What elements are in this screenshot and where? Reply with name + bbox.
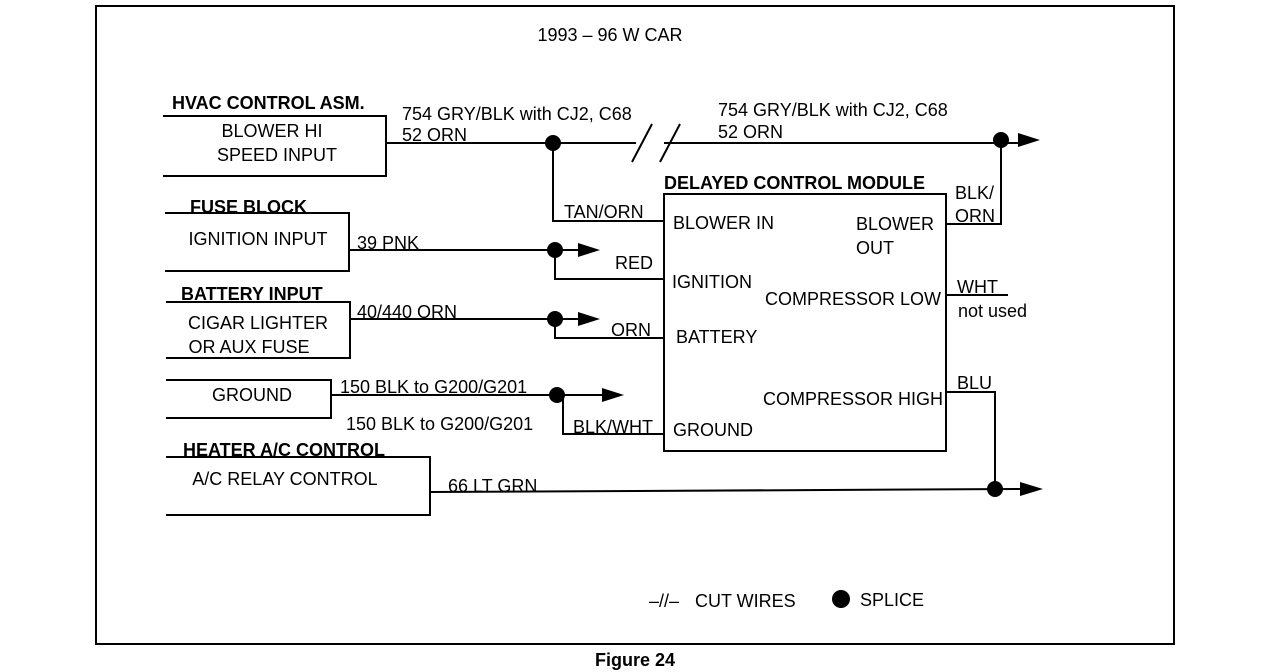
wire-66-lt-grn (429, 488, 1023, 493)
diagram-title: 1993 – 96 W CAR (537, 25, 682, 45)
delayed-control-module (663, 193, 947, 452)
splice-dot-ac-relay (987, 481, 1003, 497)
label-blk-wht: BLK/WHT (573, 417, 653, 437)
wire-tan-orn (552, 143, 664, 222)
label-red: RED (615, 253, 653, 273)
cut-mark-2 (659, 123, 681, 163)
heater-box (166, 456, 431, 516)
label-39-pnk: 39 PNK (357, 233, 419, 253)
label-blk-orn-1: BLK/ (955, 183, 994, 203)
fuse-line1: IGNITION INPUT (189, 229, 328, 249)
battery-line2: OR AUX FUSE (188, 337, 309, 357)
hvac-header: HVAC CONTROL ASM. (172, 93, 365, 113)
hvac-line1: BLOWER HI (221, 121, 322, 141)
cut-mark-1 (631, 123, 653, 163)
arrow-754-right (1018, 133, 1040, 147)
label-150-blk-top: 150 BLK to G200/G201 (340, 377, 527, 397)
legend-splice-label: SPLICE (860, 590, 924, 610)
battery-line1: CIGAR LIGHTER (188, 313, 328, 333)
figure-caption: Figure 24 (595, 650, 675, 670)
arrow-66-lt-grn (1020, 482, 1043, 496)
wire-orn (554, 319, 664, 339)
label-40-440-orn: 40/440 ORN (357, 302, 457, 322)
module-compressor-low: COMPRESSOR LOW (765, 289, 941, 309)
wire-blk-orn (946, 140, 1002, 225)
arrow-39-pnk (578, 243, 600, 257)
wire-red (554, 250, 664, 280)
wire-blu (946, 391, 996, 488)
label-blk-orn-2: ORN (955, 206, 995, 226)
label-not-used: not used (958, 301, 1027, 321)
legend-cut-label: CUT WIRES (695, 591, 796, 611)
module-battery: BATTERY (676, 327, 757, 347)
module-title: DELAYED CONTROL MODULE (664, 173, 925, 193)
label-754-left-2: 52 ORN (402, 125, 467, 145)
ground-box (166, 379, 332, 419)
heater-header: HEATER A/C CONTROL (183, 440, 385, 460)
fuse-box (165, 212, 350, 272)
hvac-box (163, 115, 387, 177)
arrow-40-440-orn (578, 312, 600, 326)
label-wht: WHT (957, 277, 998, 297)
label-754-left-1: 754 GRY/BLK with CJ2, C68 (402, 104, 632, 124)
battery-header: BATTERY INPUT (181, 284, 323, 304)
splice-dot-ground (549, 387, 565, 403)
label-754-right-2: 52 ORN (718, 122, 783, 142)
heater-line1: A/C RELAY CONTROL (192, 469, 377, 489)
diagram-frame (95, 5, 1175, 645)
battery-box (166, 301, 351, 359)
ground-line1: GROUND (212, 385, 292, 405)
label-orn: ORN (611, 320, 651, 340)
label-66-lt-grn: 66 LT GRN (448, 476, 537, 496)
module-blower-out-1: BLOWER (856, 214, 934, 234)
module-compressor-high: COMPRESSOR HIGH (763, 389, 943, 409)
module-ignition: IGNITION (672, 272, 752, 292)
label-blu: BLU (957, 373, 992, 393)
module-ground: GROUND (673, 420, 753, 440)
legend-cut-symbol: –//– (649, 591, 679, 611)
hvac-line2: SPEED INPUT (217, 145, 337, 165)
module-blower-out-2: OUT (856, 238, 894, 258)
module-blower-in: BLOWER IN (673, 213, 774, 233)
legend-splice-dot (832, 590, 850, 608)
label-150-blk-bottom: 150 BLK to G200/G201 (346, 414, 533, 434)
wire-blk-wht (562, 395, 664, 435)
arrow-150-blk (602, 388, 624, 402)
label-754-right-1: 754 GRY/BLK with CJ2, C68 (718, 100, 948, 120)
label-tan-orn: TAN/ORN (564, 202, 644, 222)
